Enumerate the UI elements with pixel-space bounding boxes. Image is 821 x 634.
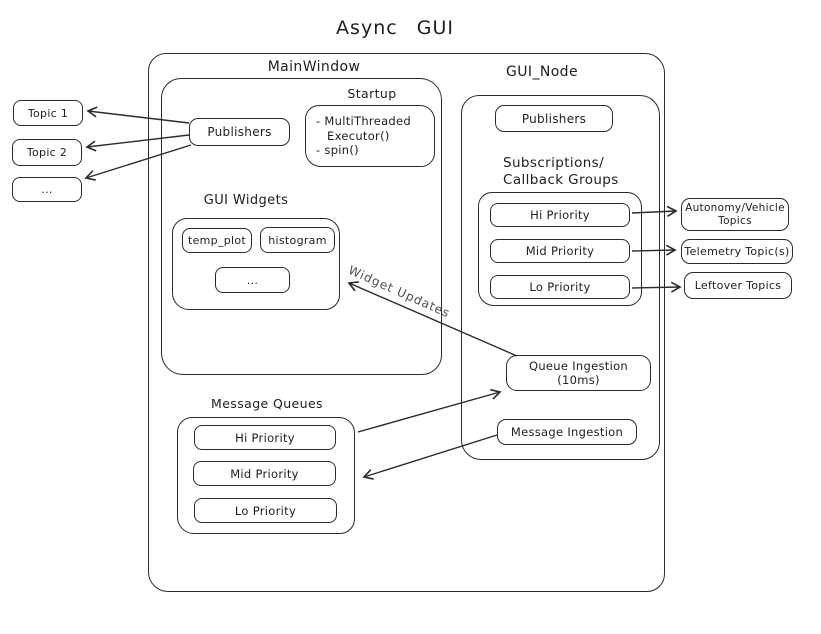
startup-line-3: - spin() <box>316 143 359 157</box>
autonomy-vehicle-topics-box: Autonomy/Vehicle Topics <box>681 198 789 231</box>
leftover-topics-box: Leftover Topics <box>684 272 792 299</box>
gui-node-label: GUI_Node <box>506 64 578 80</box>
diagram-title: Async GUI <box>336 17 454 39</box>
telemetry-topics-box: Telemetry Topic(s) <box>681 239 793 264</box>
message-ingestion-box: Message Ingestion <box>497 419 637 445</box>
gui-node-publishers-box: Publishers <box>495 105 613 132</box>
main-window-publishers-box: Publishers <box>189 118 290 146</box>
subscriptions-lo-priority-box: Lo Priority <box>490 275 630 299</box>
gui-widgets-label: GUI Widgets <box>203 193 289 208</box>
main-window-label: MainWindow <box>267 59 361 75</box>
subscriptions-title: Subscriptions/ Callback Groups <box>503 155 619 189</box>
topic-more-box: ... <box>12 177 82 202</box>
topic-2-box: Topic 2 <box>12 139 82 166</box>
queue-ingestion-box: Queue Ingestion (10ms) <box>506 355 651 391</box>
subscriptions-title-line-1: Subscriptions/ <box>503 155 605 171</box>
message-queues-label: Message Queues <box>211 396 323 411</box>
subscriptions-title-line-2: Callback Groups <box>503 172 619 188</box>
topic-1-box: Topic 1 <box>13 100 83 126</box>
subscriptions-mid-priority-box: Mid Priority <box>490 239 630 263</box>
startup-line-2: Executor() <box>327 128 390 143</box>
startup-box: - MultiThreaded Executor() - spin() <box>305 105 435 167</box>
startup-text: - MultiThreaded Executor() - spin() <box>316 114 411 158</box>
subscriptions-hi-priority-box: Hi Priority <box>490 203 630 227</box>
widget-more-box: ... <box>215 267 290 293</box>
startup-line-1: - MultiThreaded <box>316 114 412 128</box>
startup-label: Startup <box>347 86 397 101</box>
queue-mid-priority-box: Mid Priority <box>193 461 336 486</box>
queue-lo-priority-box: Lo Priority <box>194 498 337 523</box>
queue-hi-priority-box: Hi Priority <box>194 425 336 450</box>
widget-histogram-box: histogram <box>260 227 335 253</box>
widget-temp-plot-box: temp_plot <box>182 228 252 253</box>
